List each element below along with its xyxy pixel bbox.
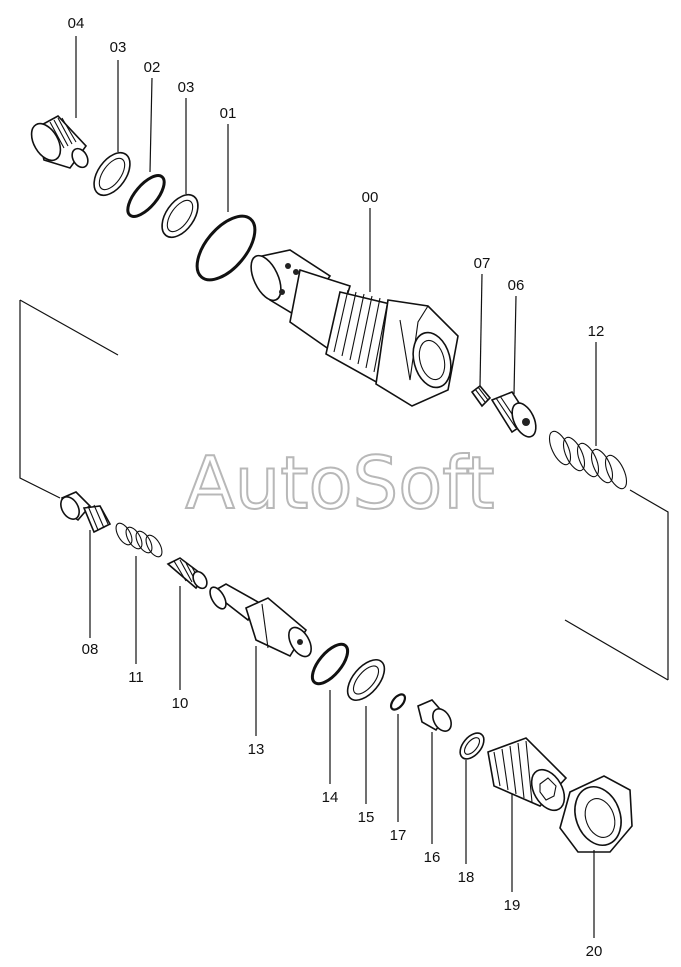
part-12-spring [548, 430, 628, 490]
watermark: AutoSoft [185, 441, 494, 525]
part-11-spring [115, 522, 163, 558]
label-11: 11 [128, 669, 144, 686]
label-06: 06 [508, 277, 525, 294]
label-17: 17 [390, 827, 407, 844]
part-labels: 04 03 02 03 01 00 07 06 12 08 11 10 13 1… [68, 15, 605, 960]
label-12: 12 [588, 323, 605, 340]
part-01-o-ring [195, 214, 257, 282]
part-18-washer [459, 732, 485, 760]
label-18: 18 [458, 869, 475, 886]
label-14: 14 [322, 789, 339, 806]
part-20-lock-nut [559, 775, 633, 853]
label-15: 15 [358, 809, 375, 826]
part-03-backup-ring-b [161, 193, 199, 239]
leader-lines [75, 36, 597, 938]
part-04-plug [30, 115, 89, 169]
label-13: 13 [248, 741, 265, 758]
part-19-adjusting-screw [487, 737, 568, 812]
label-10: 10 [172, 695, 189, 712]
label-20: 20 [586, 943, 603, 960]
part-02-o-ring [126, 174, 166, 218]
part-15-backup-ring [346, 659, 386, 701]
part-10-screw [166, 557, 208, 590]
part-08-poppet [60, 491, 112, 534]
label-03b: 03 [178, 79, 195, 96]
assembly-guide-lines [19, 299, 669, 681]
label-16: 16 [424, 849, 441, 866]
part-16-plug [417, 699, 452, 732]
label-07: 07 [474, 255, 491, 272]
label-00: 00 [362, 189, 379, 206]
part-07-set-screw [470, 384, 492, 408]
part-06-plug [490, 391, 537, 438]
part-17-small-o-ring [389, 693, 407, 711]
part-14-o-ring [310, 642, 350, 686]
label-01: 01 [220, 105, 237, 122]
label-02: 02 [144, 59, 161, 76]
label-04: 04 [68, 15, 85, 32]
label-19: 19 [504, 897, 521, 914]
part-13-piston [209, 583, 312, 658]
part-03-backup-ring-a [93, 151, 131, 197]
label-03a: 03 [110, 39, 127, 56]
label-08: 08 [82, 641, 99, 658]
part-00-valve-body [250, 249, 459, 407]
